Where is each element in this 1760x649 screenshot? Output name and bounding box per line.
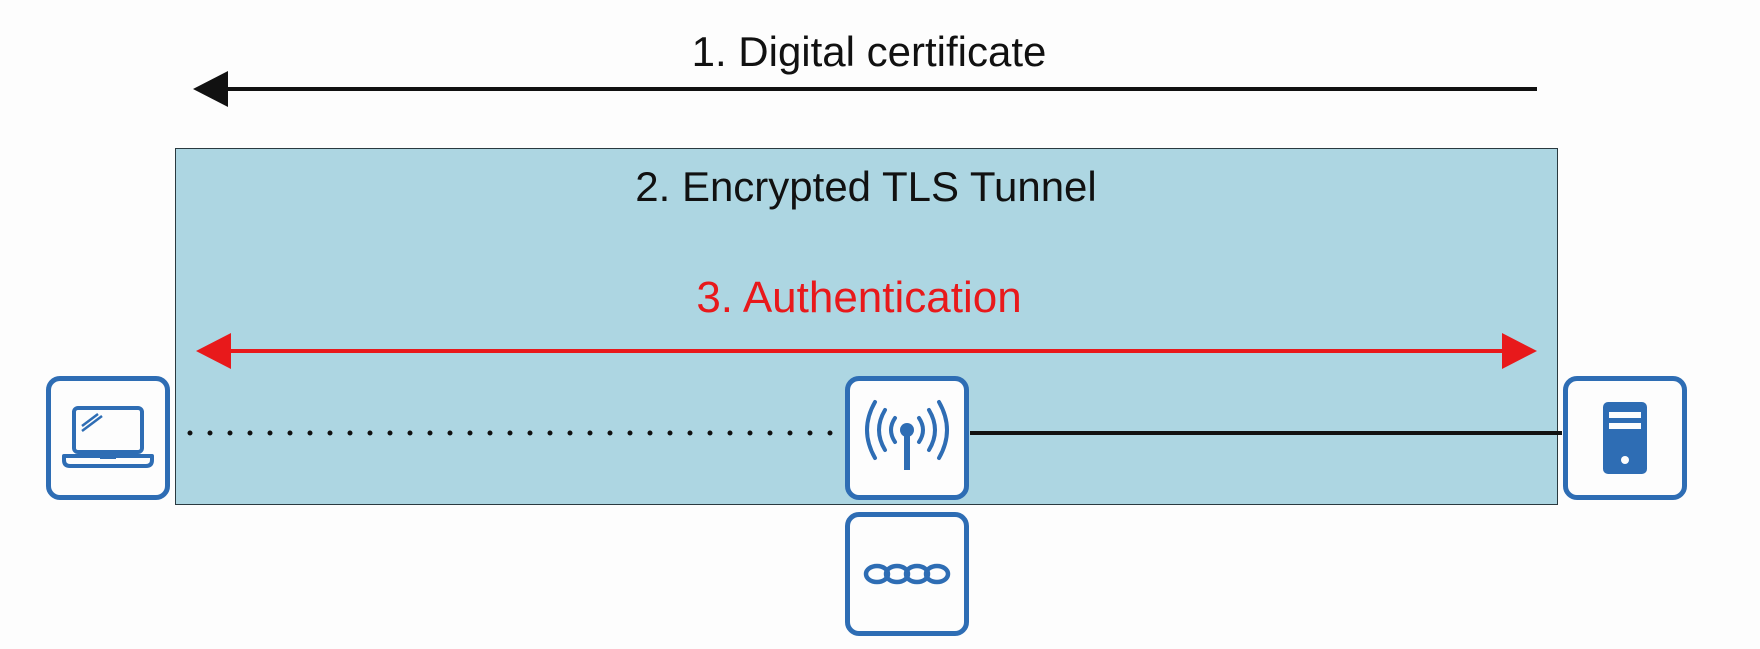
laptop-icon [62,406,154,468]
wireless-access-point-icon [865,400,949,470]
step-2-label: 2. Encrypted TLS Tunnel [635,163,1097,210]
authentication-arrow [196,333,1537,369]
step-1-label: 1. Digital certificate [691,28,1047,75]
switch-icon [863,563,951,585]
switch-device[interactable] [845,512,969,636]
certificate-arrow [193,71,1537,107]
wireless-access-point-device[interactable] [845,376,969,500]
authentication-server-device[interactable] [1563,376,1687,500]
authentication-arrowhead-left [196,333,231,369]
server-icon [1603,402,1647,474]
client-laptop-device[interactable] [46,376,170,500]
step-3-label: 3. Authentication [696,273,1022,322]
authentication-arrowhead-right [1502,333,1537,369]
certificate-arrowhead-left [193,71,228,107]
